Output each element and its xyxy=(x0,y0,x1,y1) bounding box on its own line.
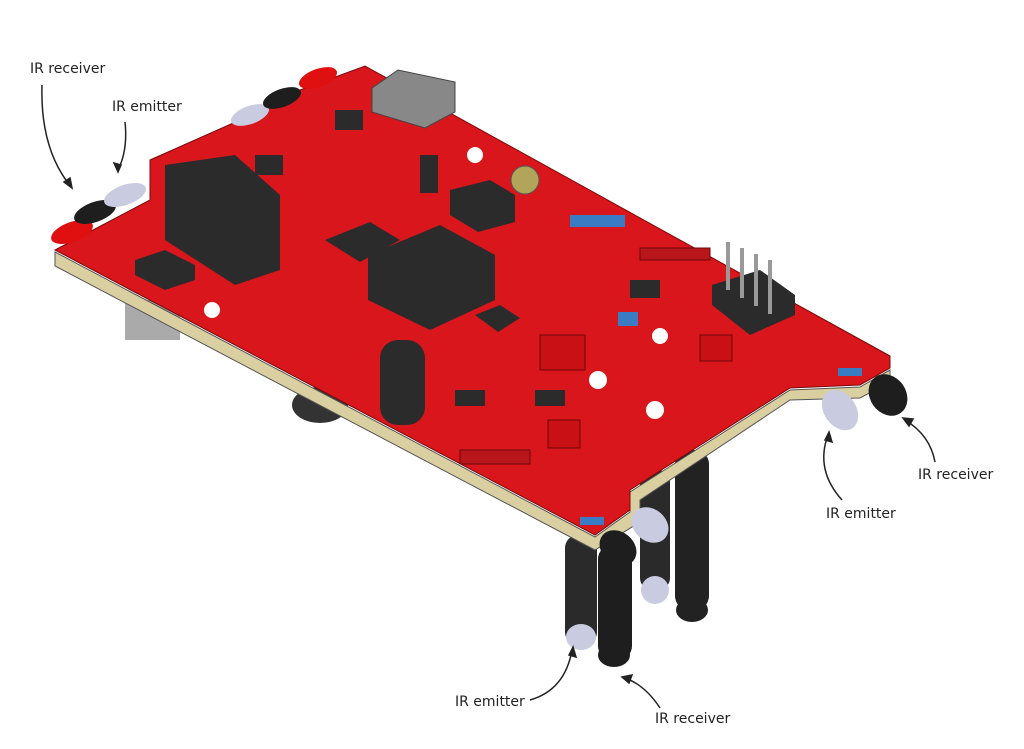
ir-parts-left xyxy=(51,67,338,245)
callout-arrows xyxy=(41,84,936,709)
label-ir-emitter-top-left: IR emitter xyxy=(112,99,182,115)
label-ir-emitter-bottom: IR emitter xyxy=(455,694,525,710)
label-ir-receiver-top-left: IR receiver xyxy=(30,61,106,77)
usb-connector xyxy=(371,69,456,129)
label-ir-receiver-right: IR receiver xyxy=(918,467,994,483)
label-ir-receiver-bottom: IR receiver xyxy=(655,711,731,727)
label-ir-emitter-right: IR emitter xyxy=(826,506,896,522)
pin-header xyxy=(726,242,772,314)
ir-parts-right xyxy=(599,374,908,566)
components xyxy=(135,110,795,425)
small-parts xyxy=(204,147,862,525)
